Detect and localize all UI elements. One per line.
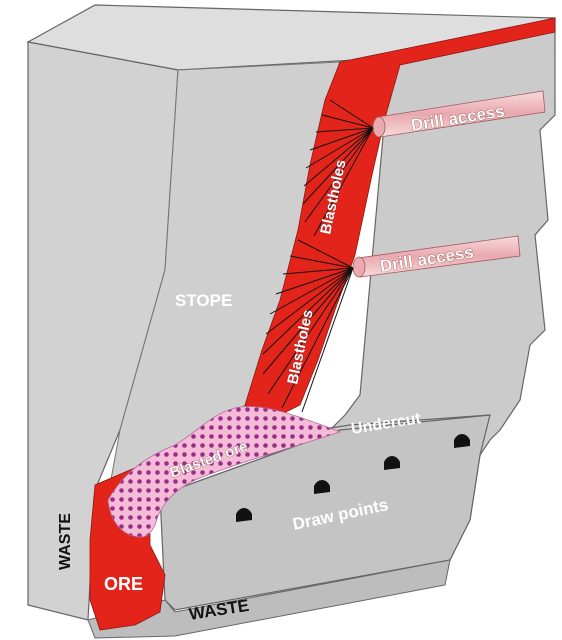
label-ore: ORE — [104, 574, 143, 594]
block-bottom-edge — [87, 559, 451, 639]
draw-point-opening — [454, 434, 470, 448]
draw-point-opening — [236, 508, 252, 522]
drill-access-lower — [352, 235, 521, 278]
draw-point-openings — [236, 434, 470, 522]
drill-access-upper — [372, 90, 546, 138]
draw-point-opening — [314, 480, 330, 494]
label-stope: STOPE — [175, 291, 232, 310]
blasted-ore-pile — [107, 406, 342, 538]
label-waste-left: WASTE — [57, 513, 74, 570]
blastholes-fan-lower — [262, 239, 354, 413]
blastholes-fan-upper — [302, 99, 374, 237]
draw-point-opening — [384, 456, 400, 470]
undercut-ledge — [329, 414, 491, 429]
ore-body — [244, 17, 556, 426]
